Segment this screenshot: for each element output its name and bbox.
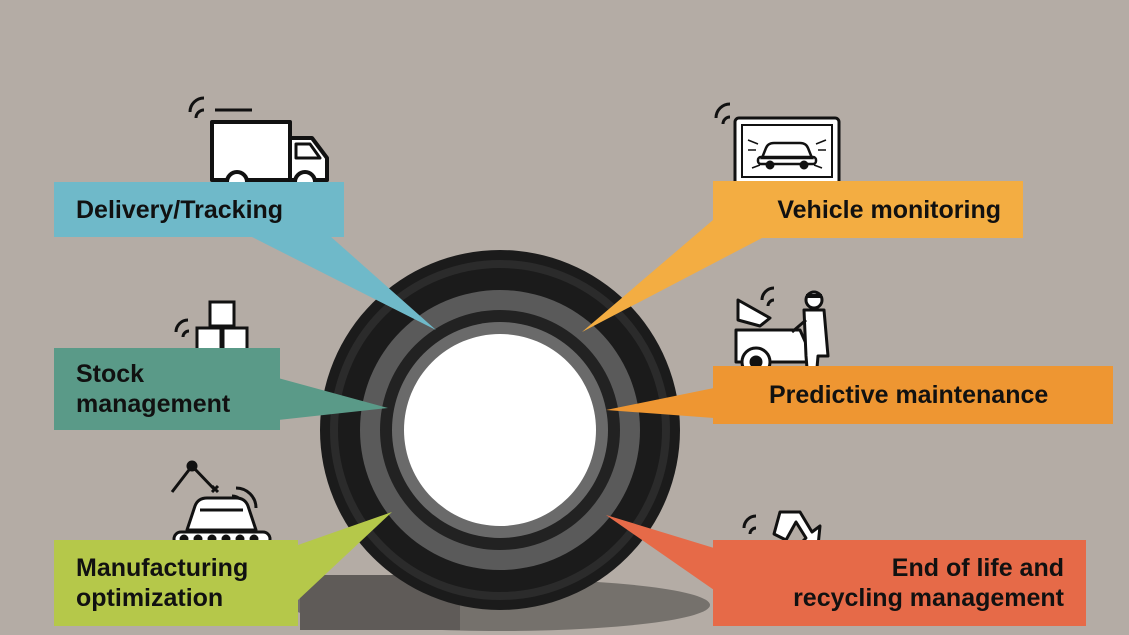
delivery-truck-icon xyxy=(188,96,329,194)
vehicle-monitoring-text: Vehicle monitoring xyxy=(777,195,1001,224)
pointer-manufacturing xyxy=(298,512,392,600)
manufacturing-optimization-text: Manufacturing optimization xyxy=(76,554,249,612)
stock-management-label: Stock management xyxy=(54,348,280,430)
pointer-vehicle xyxy=(582,220,762,332)
manufacturing-optimization-label: Manufacturing optimization xyxy=(54,540,298,626)
pointer-eol xyxy=(606,515,714,590)
pointer-predictive xyxy=(606,388,714,418)
vehicle-monitor-screen-icon xyxy=(714,102,841,188)
callout-pointers xyxy=(250,220,762,600)
predictive-maintenance-label: Predictive maintenance xyxy=(713,366,1113,424)
predictive-maintenance-text: Predictive maintenance xyxy=(769,381,1049,409)
tire-graphic xyxy=(320,250,680,610)
assembly-line-car-icon xyxy=(170,460,272,548)
pointer-delivery xyxy=(250,236,436,330)
delivery-tracking-label: Delivery/Tracking xyxy=(54,182,344,237)
pointer-stock xyxy=(278,378,388,420)
end-of-life-recycling-text: End of life and recycling management xyxy=(793,554,1064,612)
vehicle-monitoring-label: Vehicle monitoring xyxy=(713,181,1023,238)
delivery-tracking-text: Delivery/Tracking xyxy=(76,195,284,224)
stock-management-text: Stock management xyxy=(76,360,231,418)
tire-hub xyxy=(404,334,596,526)
end-of-life-recycling-label: End of life and recycling management xyxy=(713,540,1086,626)
